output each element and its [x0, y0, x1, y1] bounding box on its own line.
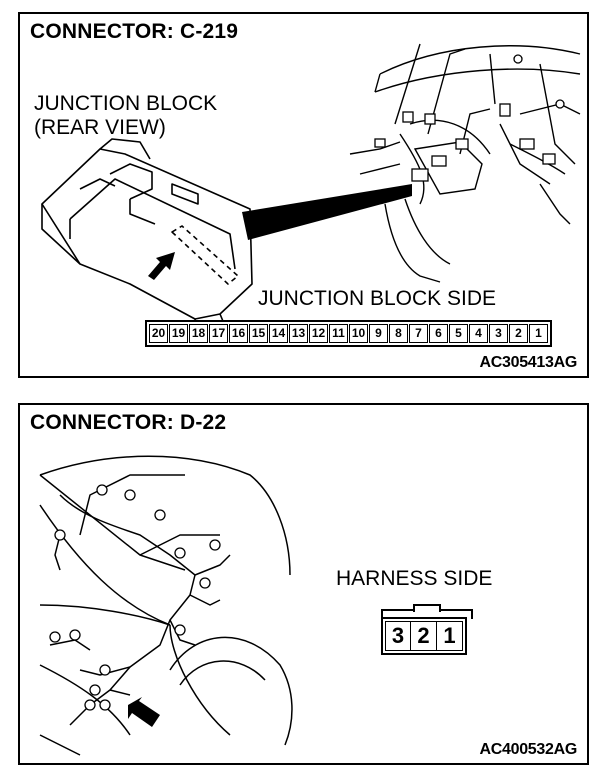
pin-cell: 6 — [429, 324, 448, 343]
connector-latch-tab — [413, 604, 441, 612]
arrow-icon — [128, 697, 160, 727]
pin-cell: 18 — [189, 324, 208, 343]
pin-cell: 15 — [249, 324, 268, 343]
pin-cell: 17 — [209, 324, 228, 343]
pin-cell: 16 — [229, 324, 248, 343]
pin-cell: 4 — [469, 324, 488, 343]
pin-cell: 2 — [411, 621, 437, 651]
pin-cell: 12 — [309, 324, 328, 343]
pin-cell: 19 — [169, 324, 188, 343]
connector-d22-title: CONNECTOR: D-22 — [30, 411, 227, 434]
junction-block-caption: JUNCTION BLOCK (REAR VIEW) — [34, 92, 217, 140]
pin-cell: 8 — [389, 324, 408, 343]
pin-cell: 2 — [509, 324, 528, 343]
junction-block-side-label: JUNCTION BLOCK SIDE — [258, 287, 497, 310]
pin-cell: 9 — [369, 324, 388, 343]
connector-c219-panel: CONNECTOR: C-219 JUNCTION BLOCK (REAR VI… — [18, 12, 589, 378]
connector-c219-title: CONNECTOR: C-219 — [30, 20, 239, 43]
junction-block-caption-line2: (REAR VIEW) — [34, 116, 166, 139]
pin-cell: 5 — [449, 324, 468, 343]
pin-cell: 1 — [437, 621, 463, 651]
arrow-icon — [148, 252, 175, 280]
connector-c219-figure-code: AC305413AG — [479, 354, 577, 371]
junction-block-illustration — [41, 43, 581, 335]
harness-side-label: HARNESS SIDE — [336, 567, 493, 590]
junction-block-caption-line1: JUNCTION BLOCK — [34, 92, 218, 115]
connector-d22-figure-code: AC400532AG — [479, 741, 577, 758]
pin-cell: 3 — [385, 621, 411, 651]
pin-cell: 14 — [269, 324, 288, 343]
connector-d22-panel: CONNECTOR: D-22 — [18, 403, 589, 765]
pin-cell: 11 — [329, 324, 348, 343]
pin-cell: 1 — [529, 324, 548, 343]
pointer-wedge — [242, 184, 412, 240]
vehicle-rear-illustration — [39, 455, 293, 756]
pin-cell: 3 — [489, 324, 508, 343]
pin-cell: 10 — [349, 324, 368, 343]
pin-cell: 20 — [149, 324, 168, 343]
pin-cell: 13 — [289, 324, 308, 343]
pin-cell: 7 — [409, 324, 428, 343]
